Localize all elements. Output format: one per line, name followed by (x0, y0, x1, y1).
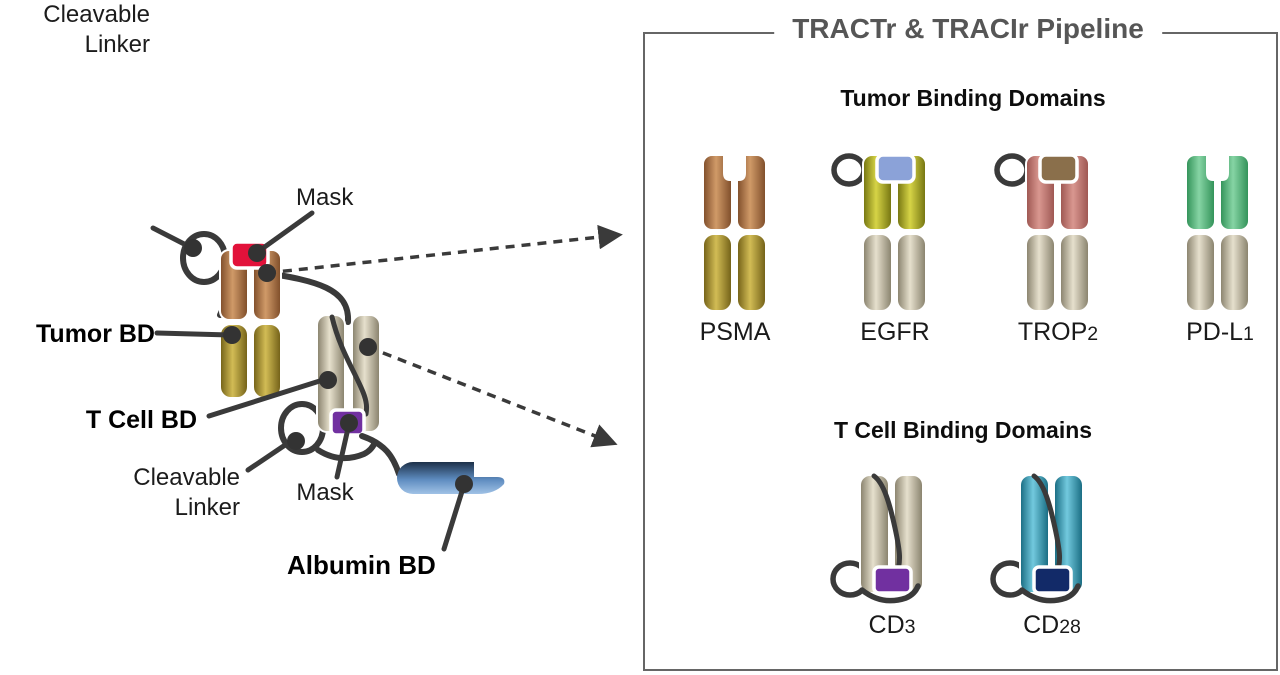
albumin-bd-ribbon (397, 462, 505, 494)
mask-top-label: Mask (296, 184, 354, 211)
molecule-cd3 (830, 473, 924, 604)
t-cell-binding-domains-heading: T Cell Binding Domains (833, 417, 1093, 443)
psma-label: PSMA (699, 318, 771, 346)
cleavable-linker-bottom-label: Cleavable Linker (133, 464, 240, 521)
tumor-bd-label: Tumor BD (36, 320, 155, 348)
arrow-to-tumor-domains (266, 224, 623, 275)
cleavable-linker-top-label: Cleavable Linker (43, 1, 150, 58)
mask-bottom-label: Mask (296, 479, 354, 506)
mask-loop (994, 153, 1030, 187)
cd3-label: CD3 (868, 611, 916, 639)
tumor-binding-domains-heading: Tumor Binding Domains (840, 85, 1106, 111)
label-pointer-lines (150, 210, 467, 552)
egfr-mask (875, 153, 916, 184)
albumin-linker (359, 433, 402, 477)
pipeline-panel-title: TRACTr & TRACIr Pipeline (774, 13, 1162, 45)
arrow-to-tcell-domains (367, 345, 618, 448)
molecule-pdl1 (1185, 153, 1250, 312)
tcell-linker-curve (329, 314, 370, 417)
pipeline-panel (643, 32, 1278, 671)
albumin-bd-label: Albumin BD (287, 550, 436, 580)
molecule-egfr (831, 153, 927, 312)
cd3-mask (872, 565, 913, 595)
loop-tail (859, 583, 921, 604)
pdl1-label: PD-L1 (1186, 318, 1254, 346)
trop2-label: TROP2 (1017, 318, 1099, 346)
trop2-mask (1038, 153, 1079, 184)
molecule-cd28 (990, 473, 1084, 604)
anchor-dots (184, 239, 473, 493)
cd28-mask (1032, 565, 1073, 595)
cd28-label: CD28 (1023, 611, 1081, 639)
loop-tail (1019, 583, 1081, 604)
binding-notch (1206, 153, 1229, 181)
cleavable-linker-bottom-tail (315, 439, 378, 462)
t-cell-bd-label: T Cell BD (85, 406, 197, 434)
molecule-psma (702, 153, 767, 312)
mask-loop (831, 153, 867, 187)
egfr-label: EGFR (860, 318, 930, 346)
molecule-trop2 (994, 153, 1090, 312)
binding-notch (723, 153, 746, 181)
